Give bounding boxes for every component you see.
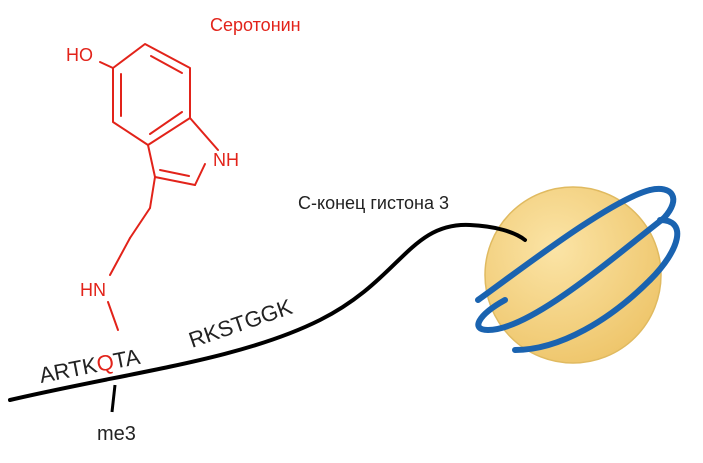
serotonylated-glutamine: Q [94,349,116,377]
histone-tail-label: С-конец гистона 3 [298,193,449,213]
nucleosome [475,185,681,364]
sequence-right: RKSTGGK [185,294,295,353]
sequence-part2: TA [111,344,142,374]
serotonin-molecule [99,43,219,331]
methyl-mark-line [110,384,117,413]
hydroxyl-label: HO [66,45,93,65]
sequence-left: ARTKQTA [37,344,142,388]
indole-nh-label: NH [213,150,239,170]
serotonin-title: Серотонин [210,15,301,35]
histone-tail [8,222,527,402]
dna-wrap [475,187,667,353]
linker-nh-label: HN [80,280,106,300]
methyl-label: me3 [97,423,136,445]
